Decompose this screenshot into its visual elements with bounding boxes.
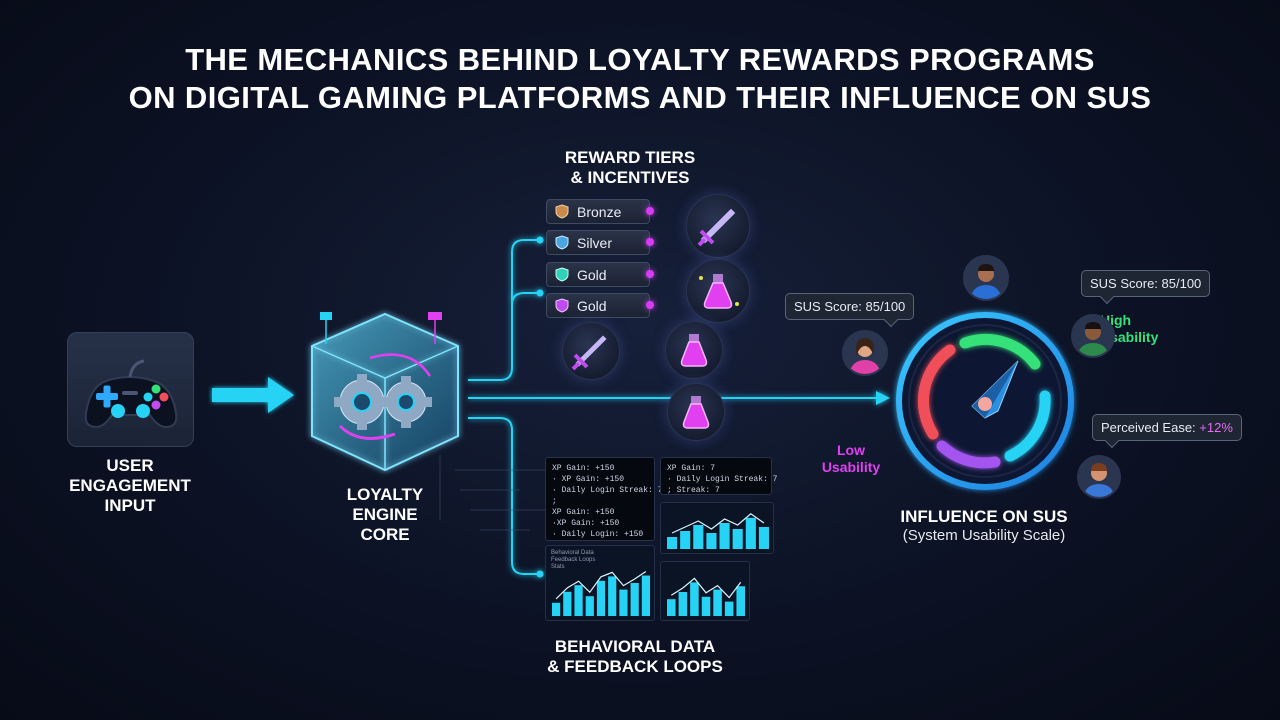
core-label: LOYALTY ENGINE CORE (346, 485, 424, 544)
trend-line (555, 571, 647, 600)
gamepad-icon (84, 359, 178, 429)
bar (667, 537, 678, 549)
compass-gauge-icon (896, 312, 1074, 490)
bar-chart-mini (660, 561, 750, 621)
reward-item (686, 259, 750, 323)
bar (619, 589, 628, 616)
bar (736, 586, 745, 616)
sus-subheading: (System Usability Scale) (902, 527, 1066, 544)
trend-line (670, 577, 742, 599)
bar (690, 582, 699, 616)
bar (706, 533, 717, 549)
potion-icon (699, 274, 739, 309)
behavior-heading: BEHAVIORAL DATA & FEEDBACK LOOPS (547, 637, 723, 676)
reward-item (562, 322, 620, 380)
bar (641, 575, 650, 616)
page-title-line2: ON DIGITAL GAMING PLATFORMS AND THEIR IN… (128, 80, 1152, 115)
user-avatar-icon (1077, 322, 1109, 356)
chart-caption: Behavioral Data Feedback Loops Stats (551, 550, 596, 570)
tier-badge: Gold (546, 293, 654, 318)
potion-icon (682, 396, 710, 429)
bar (701, 596, 711, 616)
bar (745, 517, 756, 549)
reward-item (686, 194, 750, 258)
bar (552, 602, 561, 616)
shield-icon (555, 235, 569, 250)
gamepad-card (67, 332, 194, 447)
input-arrow-icon (212, 377, 294, 413)
user-avatar-icon (1083, 463, 1115, 497)
reward-item (665, 321, 723, 379)
shield-icon (555, 267, 569, 282)
perceived-ease-callout: Perceived Ease: +12% (1092, 414, 1242, 449)
tier-badge: Silver (546, 230, 654, 255)
connector-node (536, 289, 544, 297)
bar-chart-mini (660, 502, 774, 554)
bar (693, 525, 704, 549)
input-label: USER ENGAGEMENT INPUT (69, 456, 191, 515)
user-avatar-icon (970, 264, 1002, 299)
bar (678, 592, 688, 616)
shield-icon (555, 204, 569, 219)
bar-chart-svg (552, 571, 650, 616)
bar (630, 583, 639, 616)
sus-score-callout-left: SUS Score: 85/100 (785, 293, 915, 328)
sus-score-callout-right: SUS Score: 85/100 (1081, 270, 1211, 305)
sword-icon (697, 208, 736, 247)
bar (574, 585, 583, 616)
xp-log-panel: XP Gain: +150 · XP Gain: +150 · Daily Lo… (545, 457, 662, 541)
bar (563, 591, 572, 616)
page-title-line1: THE MECHANICS BEHIND LOYALTY REWARDS PRO… (185, 42, 1095, 77)
bar (732, 529, 743, 549)
bar (713, 589, 722, 616)
shield-icon (555, 298, 569, 313)
bar (758, 527, 769, 549)
reward-tiers-heading: REWARD TIERS & INCENTIVES (564, 148, 696, 187)
low-usability-label: Low Usability (821, 442, 881, 475)
bar-chart-svg (667, 577, 745, 616)
connector-arrowhead (876, 391, 890, 405)
avatar (1071, 314, 1115, 358)
connector-node (536, 236, 544, 244)
avatar (963, 255, 1009, 301)
tier-badge: Gold (546, 262, 654, 287)
bar (608, 576, 617, 616)
bar (724, 601, 734, 616)
connector-node (536, 570, 544, 578)
connector-core-to-tier-mid (511, 292, 538, 306)
tier-badge: Bronze (546, 199, 654, 224)
trend-line (671, 513, 765, 534)
user-avatar-icon (849, 338, 881, 374)
sword-icon (571, 335, 607, 371)
streak-log-panel: XP Gain: 7 · Daily Login Streak: 7 ; Str… (660, 457, 777, 495)
sus-heading: INFLUENCE ON SUS (900, 507, 1068, 526)
avatar (1077, 455, 1121, 499)
avatar (842, 330, 888, 376)
bar (596, 580, 606, 616)
reward-item (667, 383, 725, 441)
bar-chart-mini: Behavioral Data Feedback Loops Stats (545, 545, 655, 621)
bar (585, 596, 594, 616)
connector-core-to-tier-top (468, 239, 538, 381)
gears-cube-icon (311, 312, 459, 472)
bar-chart-svg (667, 513, 769, 549)
bar (667, 599, 676, 616)
potion-icon (680, 334, 708, 367)
bar (719, 523, 730, 549)
connector-core-to-data (468, 417, 538, 575)
bar (680, 531, 691, 549)
